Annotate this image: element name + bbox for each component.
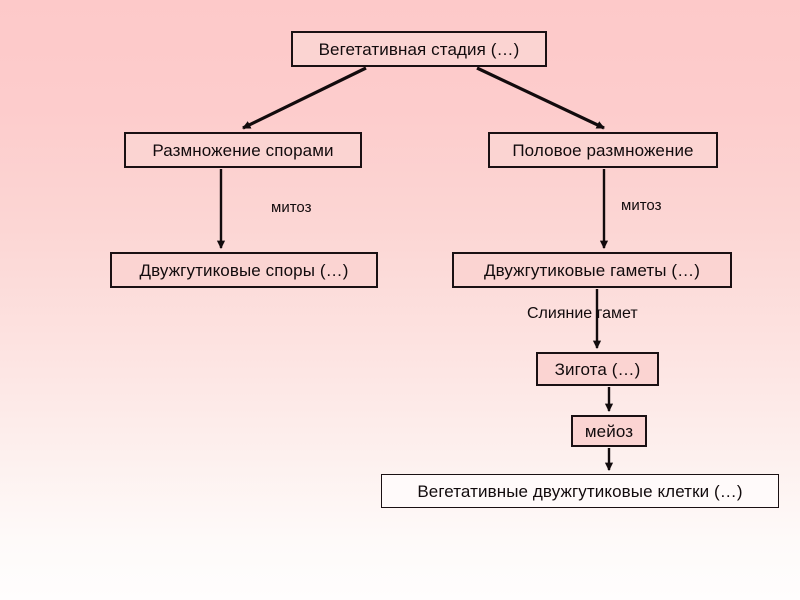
node-vegetative-stage-label: Вегетативная стадия (…) [318,39,520,59]
node-biflagellate-spores-label: Двужгутиковые споры (…) [139,260,349,280]
edge-label-mitosis-right: митоз [621,197,662,214]
node-vegetative-cells-label: Вегетативные двужгутиковые клетки (…) [417,481,743,501]
node-vegetative-stage[interactable]: Вегетативная стадия (…) [291,31,547,67]
node-biflagellate-gametes[interactable]: Двужгутиковые гаметы (…) [452,252,732,288]
node-sexual-reproduction-label: Половое размножение [512,140,694,160]
edge-label-gamete-fusion: Слияние гамет [527,305,638,322]
node-meiosis-label: мейоз [584,421,634,441]
arrow-stage-to-spores [242,66,367,130]
node-biflagellate-spores[interactable]: Двужгутиковые споры (…) [110,252,378,288]
node-meiosis[interactable]: мейоз [571,415,647,447]
edge-label-mitosis-left: митоз [271,199,312,216]
node-biflagellate-gametes-label: Двужгутиковые гаметы (…) [483,260,701,280]
node-zygote-label: Зигота (…) [554,359,641,379]
node-sexual-reproduction[interactable]: Половое размножение [488,132,718,168]
node-spore-reproduction-label: Размножение спорами [152,140,334,160]
arrow-stage-to-sexual [476,66,605,130]
node-vegetative-cells[interactable]: Вегетативные двужгутиковые клетки (…) [381,474,779,508]
node-zygote[interactable]: Зигота (…) [536,352,659,386]
node-spore-reproduction[interactable]: Размножение спорами [124,132,362,168]
